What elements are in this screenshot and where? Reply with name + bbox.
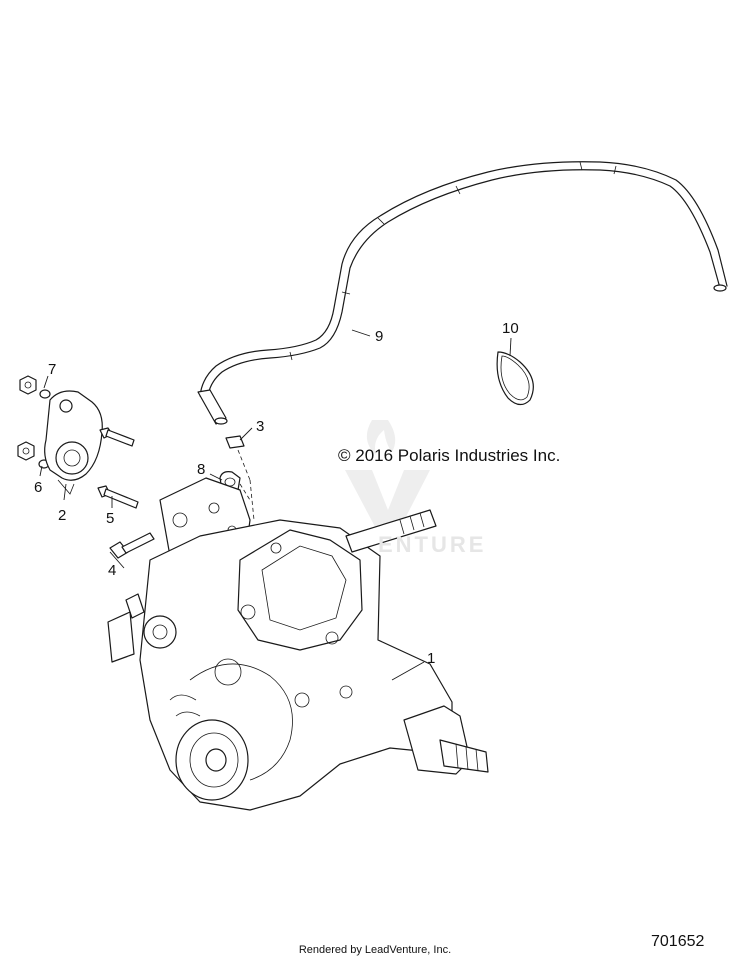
leader-1 (391, 661, 425, 681)
callout-9: 9 (375, 328, 384, 345)
rendered-by-footer: Rendered by LeadVenture, Inc. (298, 944, 452, 956)
leader-9 (351, 329, 371, 337)
leader-2 (63, 483, 67, 501)
transmission-part-1 (107, 477, 489, 811)
copyright-notice: © 2016 Polaris Industries Inc. (338, 446, 561, 465)
clamp-part-3 (225, 435, 255, 521)
leader-8 (209, 473, 223, 481)
nut-part-6 (17, 441, 50, 469)
callout-7: 7 (48, 361, 57, 378)
leader-10 (509, 337, 512, 357)
leader-6 (39, 465, 43, 477)
callout-6: 6 (34, 479, 43, 496)
callout-3: 3 (256, 418, 265, 435)
bolt-part-5 (97, 485, 139, 509)
bracket-part-2 (44, 390, 103, 495)
leader-7 (43, 375, 49, 389)
callout-2: 2 (58, 507, 67, 524)
diagram-id: 701652 (651, 933, 705, 950)
callout-5: 5 (106, 510, 115, 527)
o-ring-part-10 (496, 351, 534, 406)
leader-4 (109, 551, 125, 569)
watermark-text: ENTURE (378, 532, 487, 557)
callout-10: 10 (502, 320, 519, 337)
bolt-part-5-upper (99, 427, 135, 447)
leader-lines (39, 329, 512, 681)
leader-3 (239, 427, 253, 441)
callout-1: 1 (427, 650, 436, 667)
watermark-logo (345, 420, 430, 540)
hose-part-9 (197, 161, 728, 425)
callout-4: 4 (108, 562, 117, 579)
nut-part-7 (19, 375, 51, 399)
callout-8: 8 (197, 461, 206, 478)
bolt-part-4 (109, 532, 155, 559)
